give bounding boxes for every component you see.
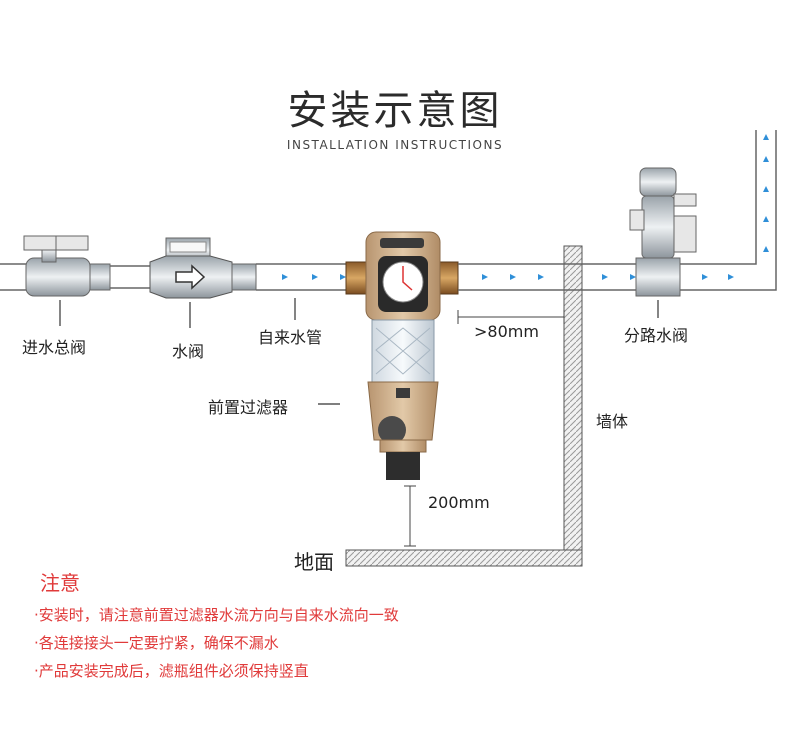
inlet-pipe bbox=[0, 263, 30, 291]
label-prefilter: 前置过滤器 bbox=[208, 398, 289, 417]
branch-valve bbox=[629, 167, 697, 297]
label-main-valve: 进水总阀 bbox=[22, 338, 87, 357]
label-tap-pipe: 自来水管 bbox=[258, 328, 323, 347]
notes-title: 注意 bbox=[40, 571, 80, 595]
label-branch-valve: 分路水阀 bbox=[624, 326, 689, 345]
prefilter-unit bbox=[345, 231, 459, 480]
label-wall: 墙体 bbox=[596, 412, 629, 431]
page-title: 安装示意图 bbox=[287, 88, 503, 134]
note-item: ·安装时，请注意前置过滤器水流方向与自来水流向一致 bbox=[34, 606, 399, 624]
dimension-wall bbox=[457, 310, 565, 324]
label-floor: 地面 bbox=[294, 550, 334, 574]
note-item: ·产品安装完成后，滤瓶组件必须保持竖直 bbox=[34, 662, 309, 680]
floor bbox=[345, 549, 583, 567]
outlet-pipe bbox=[458, 263, 640, 291]
label-distance-floor: 200mm bbox=[428, 493, 490, 512]
dimension-floor bbox=[404, 485, 416, 547]
page-subtitle: INSTALLATION INSTRUCTIONS bbox=[286, 138, 504, 152]
riser-pipe bbox=[680, 130, 777, 291]
label-distance-wall: >80mm bbox=[474, 322, 539, 341]
main-valve bbox=[23, 235, 111, 297]
tap-pipe bbox=[256, 263, 352, 291]
leader-lines bbox=[59, 298, 659, 405]
wall bbox=[563, 245, 583, 553]
note-item: ·各连接接头一定要拧紧，确保不漏水 bbox=[34, 634, 279, 652]
label-water-meter: 水阀 bbox=[172, 342, 205, 361]
water-meter bbox=[149, 237, 257, 299]
